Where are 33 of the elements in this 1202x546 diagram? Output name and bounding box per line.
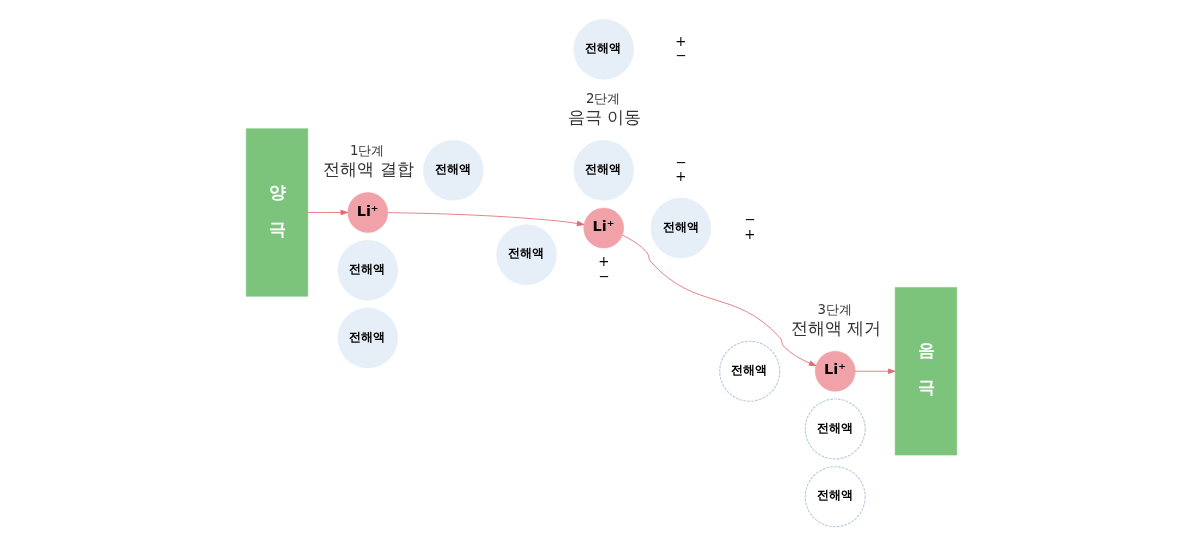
node-circle: 전해액 bbox=[337, 307, 398, 369]
label: 1단계 bbox=[349, 142, 385, 158]
node-label: − bbox=[743, 212, 755, 228]
label: 전해액 결합 bbox=[322, 160, 414, 180]
arrow bbox=[387, 212, 584, 227]
node-circle: 전해액 bbox=[572, 19, 634, 80]
node-label: + bbox=[597, 254, 609, 270]
node-label: + bbox=[743, 226, 755, 242]
node-box: 음극 bbox=[894, 287, 957, 456]
node-circle: 전해액 bbox=[718, 340, 780, 402]
node-circle: 전해액 bbox=[422, 140, 484, 201]
label: 전해액 제거 bbox=[790, 319, 881, 339]
node-circle: Li⁺ bbox=[582, 207, 624, 249]
node-circle: 전해액 bbox=[650, 197, 711, 259]
node-label: − bbox=[674, 47, 686, 63]
node-circle: Li⁺ bbox=[814, 351, 855, 392]
label: 3단계 bbox=[816, 301, 852, 317]
arrow bbox=[307, 209, 348, 216]
label: 음극 이동 bbox=[567, 108, 641, 128]
node-circle: 전해액 bbox=[572, 140, 634, 201]
node-circle: 전해액 bbox=[804, 466, 866, 528]
node-circle: Li⁺ bbox=[347, 192, 388, 233]
node-box: 양극 bbox=[245, 128, 308, 297]
node-circle: 전해액 bbox=[337, 239, 398, 301]
node-label: + bbox=[674, 33, 686, 49]
arrow bbox=[854, 368, 895, 374]
node-label: − bbox=[674, 154, 686, 170]
node-label: − bbox=[597, 268, 609, 284]
node-circle: 전해액 bbox=[495, 224, 557, 285]
node-circle: 전해액 bbox=[804, 398, 866, 460]
label: 2단계 bbox=[585, 90, 620, 106]
arrow bbox=[621, 234, 816, 367]
node-label: + bbox=[674, 168, 686, 184]
